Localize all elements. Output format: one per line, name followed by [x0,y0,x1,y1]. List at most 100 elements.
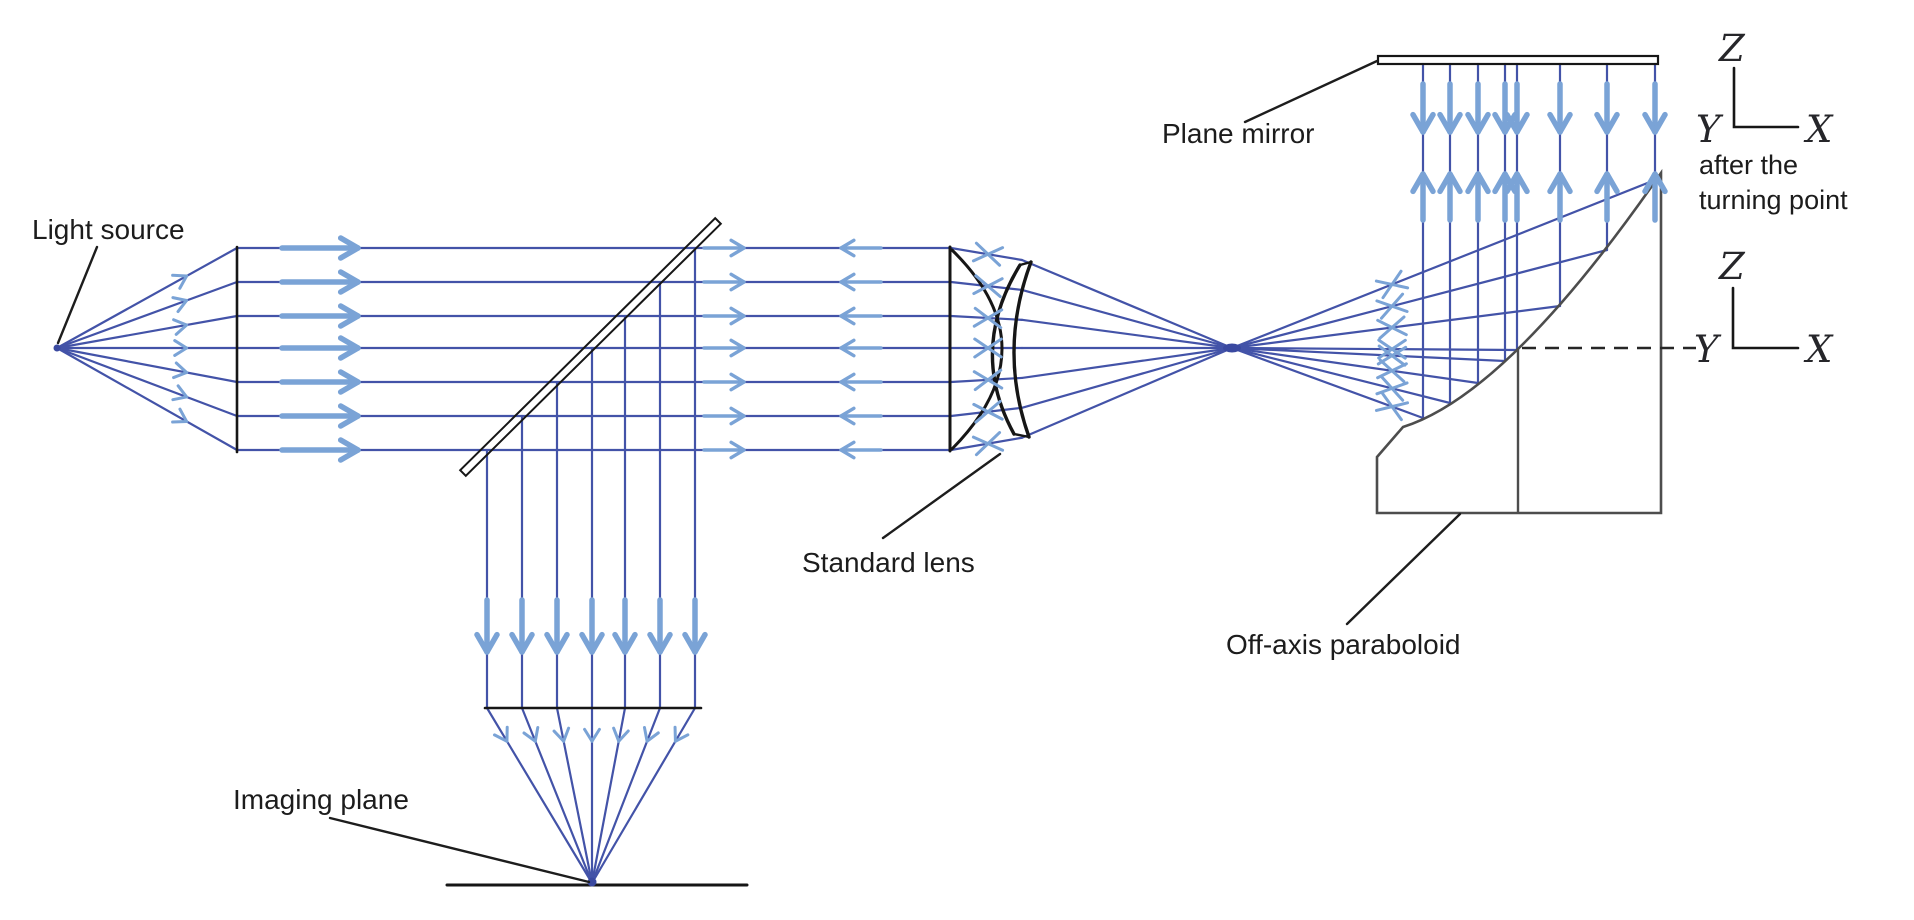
arrow-head-icon [174,323,189,336]
light-source-leader [56,245,99,345]
plane-mirror-leader [1243,59,1379,124]
imaging-plane-leader [328,816,591,884]
arrow-head-icon [178,274,189,290]
arrow-head-icon [729,306,746,318]
arrow-head-icon [176,384,189,399]
arrow-head-icon [1375,386,1394,396]
light-ray [1020,318,1234,350]
arrow-head-icon [974,241,990,256]
arrow-head-icon [337,379,361,395]
axis-z-middle: Z [1718,245,1746,288]
arrow-head-icon [1504,111,1520,135]
arrow-head-icon [1410,171,1426,195]
arrow-head-icon [972,370,990,382]
arrow-head-icon [1594,111,1610,135]
off-axis-paraboloid-label: Off-axis paraboloid [1226,629,1461,660]
arrow-head-icon [617,729,630,743]
arrow-head-icon [173,339,189,350]
light-ray [1020,258,1234,350]
arrow-head-icon [657,631,673,655]
arrow-head-icon [729,280,746,292]
arrow-head-icon [986,442,1005,452]
arrow-head-icon [1447,111,1463,135]
arrow-head-icon [1376,354,1394,366]
arrow-head-icon [1390,381,1409,390]
arrow-head-icon [337,235,361,251]
arrow-head-icon [1465,111,1481,135]
arrow-head-icon [729,448,746,460]
arrow-head-icon [1376,369,1394,380]
arrow-head-icon [1604,171,1620,195]
arrow-head-icon [839,238,856,250]
arrow-head-icon [1377,347,1394,360]
arrow-head-icon [612,631,628,655]
arrow-head-icon [972,402,990,414]
light-ray [485,706,594,885]
arrow-head-icon [986,410,1004,421]
arrow-head-icon [174,361,189,374]
plane-mirror-label: Plane mirror [1162,118,1314,149]
arrow-head-icon [1390,347,1407,360]
arrow-head-icon [839,272,856,284]
arrow-head-icon [1381,282,1394,300]
arrow-head-icon [1390,315,1406,330]
arrow-head-icon [612,726,621,743]
arrow-head-icon [171,273,189,278]
arrow-head-icon [337,313,361,329]
arrow-head-icon [337,335,361,351]
arrow-head-icon [172,318,189,327]
arrow-head-icon [973,337,990,350]
arrow-head-icon [1390,405,1403,422]
arrow-head-icon [1390,345,1408,358]
light-ray [55,346,239,384]
axes-frame-middle [1731,286,1800,350]
arrow-head-icon [590,727,601,743]
focal-point [1223,343,1241,353]
arrow-head-icon [1410,111,1426,135]
standard-lens-concave-face [950,248,1004,451]
arrow-head-icon [337,437,361,453]
standard-lens-leader [881,452,1002,540]
arrow-head-icon [729,440,746,452]
arrow-head-icon [839,306,856,318]
arrow-head-icon [972,284,990,296]
arrow-head-icon [986,399,1002,414]
arrow-head-icon [492,733,509,743]
arrow-head-icon [839,414,856,426]
arrow-head-icon [1437,111,1453,135]
arrow-head-icon [1557,111,1573,135]
arrow-head-icon [1420,111,1436,135]
ray-layer [55,62,1657,885]
arrow-head-icon [337,369,361,385]
arrow-head-icon [337,345,361,361]
arrow-head-icon [1377,344,1394,358]
arrow-head-icon [986,246,1005,256]
axis-y-middle: Y [1694,328,1722,371]
light-ray [1020,288,1234,350]
arrow-head-icon [533,725,540,743]
arrow-head-icon [1390,369,1406,383]
arrow-head-icon [682,631,698,655]
arrow-head-icon [554,631,570,655]
arrow-head-icon [839,346,856,358]
arrow-head-icon [972,316,990,328]
light-ray [1230,178,1657,350]
arrow-head-icon [544,631,560,655]
arrow-head-icon [729,338,746,350]
standard-lens-meniscus-right-face [1012,260,1033,439]
arrow-head-icon [971,435,990,446]
arrow-layer [171,81,1668,743]
arrow-head-icon [986,378,1004,390]
turning-point-caption-line1: after the [1699,150,1798,180]
arrow-head-icon [337,403,361,419]
arrow-head-icon [729,346,746,358]
arrow-head-icon [839,338,856,350]
light-ray [55,346,239,452]
arrow-head-icon [729,246,746,258]
arrow-head-icon [729,372,746,384]
arrow-head-icon [1390,326,1408,337]
image-focus-point [587,877,597,887]
arrow-head-icon [1475,111,1491,135]
arrow-head-icon [973,346,990,359]
axes-frame-top [1732,66,1800,129]
